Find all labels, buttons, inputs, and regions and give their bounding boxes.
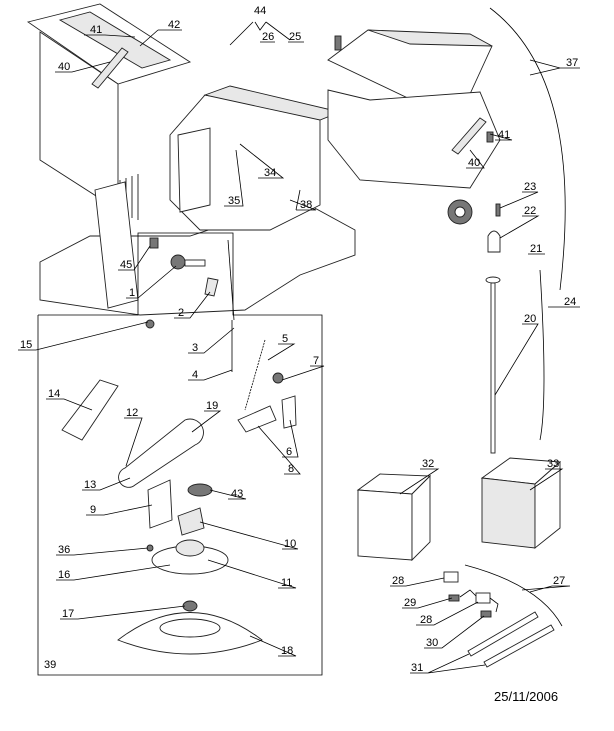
callout-28: 28 xyxy=(392,575,404,587)
part-battery xyxy=(356,457,562,562)
callout-35: 35 xyxy=(228,195,240,207)
callout-20: 20 xyxy=(524,313,536,325)
callout-22: 22 xyxy=(524,205,536,217)
callout-28b: 28 xyxy=(420,614,432,626)
callout-37: 37 xyxy=(566,57,578,69)
part-brush-assembly xyxy=(117,539,263,655)
callout-40b: 40 xyxy=(468,157,480,169)
callout-24: 24 xyxy=(564,296,576,308)
callout-45: 45 xyxy=(120,259,132,271)
callout-4: 4 xyxy=(192,369,198,381)
callout-41: 41 xyxy=(90,24,102,36)
callout-39: 39 xyxy=(44,659,56,671)
part-side-rails xyxy=(91,35,494,155)
part-wiring-and-strips xyxy=(443,571,555,668)
callout-44: 44 xyxy=(254,5,266,17)
callout-26: 26 xyxy=(262,31,274,43)
callout-42: 42 xyxy=(168,19,180,31)
callout-41b: 41 xyxy=(498,129,510,141)
callout-12: 12 xyxy=(126,407,138,419)
callout-32: 32 xyxy=(422,458,434,470)
group-frame-39 xyxy=(37,232,323,676)
callout-29: 29 xyxy=(404,597,416,609)
callout-17: 17 xyxy=(62,608,74,620)
part-belt-drive xyxy=(61,339,297,561)
callout-11: 11 xyxy=(281,577,292,589)
callout-5: 5 xyxy=(282,333,288,345)
callout-38: 38 xyxy=(300,199,312,211)
diagram-date: 25/11/2006 xyxy=(494,689,558,704)
callout-7: 7 xyxy=(313,355,319,367)
callout-23: 23 xyxy=(524,181,536,193)
callout-16: 16 xyxy=(58,569,70,581)
callout-33: 33 xyxy=(547,458,559,470)
callout-6: 6 xyxy=(286,446,292,458)
callout-36: 36 xyxy=(58,544,70,556)
group-arc-27 xyxy=(464,564,563,627)
callout-8: 8 xyxy=(288,463,294,475)
part-beacon xyxy=(485,203,501,454)
callout-9: 9 xyxy=(90,504,96,516)
callout-43: 43 xyxy=(231,488,243,500)
callout-18: 18 xyxy=(281,645,293,657)
group-arc-37 xyxy=(489,7,566,291)
callout-14: 14 xyxy=(48,388,60,400)
callout-19: 19 xyxy=(206,400,218,412)
leader-lines xyxy=(18,21,580,674)
callout-labels: 42 41 44 26 25 37 40 41 40 34 35 38 23 2… xyxy=(20,5,578,674)
callout-27: 27 xyxy=(553,575,565,587)
callout-34: 34 xyxy=(264,167,276,179)
callout-21: 21 xyxy=(530,243,542,255)
callout-2: 2 xyxy=(178,307,184,319)
callout-10: 10 xyxy=(284,538,296,550)
callout-15: 15 xyxy=(20,339,32,351)
callout-30: 30 xyxy=(426,637,438,649)
callout-31: 31 xyxy=(411,662,423,674)
part-hopper xyxy=(327,29,501,225)
callout-13: 13 xyxy=(84,479,96,491)
part-motor-assembly xyxy=(145,237,235,372)
group-arc-24 xyxy=(539,269,545,441)
callout-1: 1 xyxy=(129,287,135,299)
callout-3: 3 xyxy=(192,342,198,354)
callout-25: 25 xyxy=(289,31,301,43)
part-chassis xyxy=(39,85,356,316)
callout-40: 40 xyxy=(58,61,70,73)
